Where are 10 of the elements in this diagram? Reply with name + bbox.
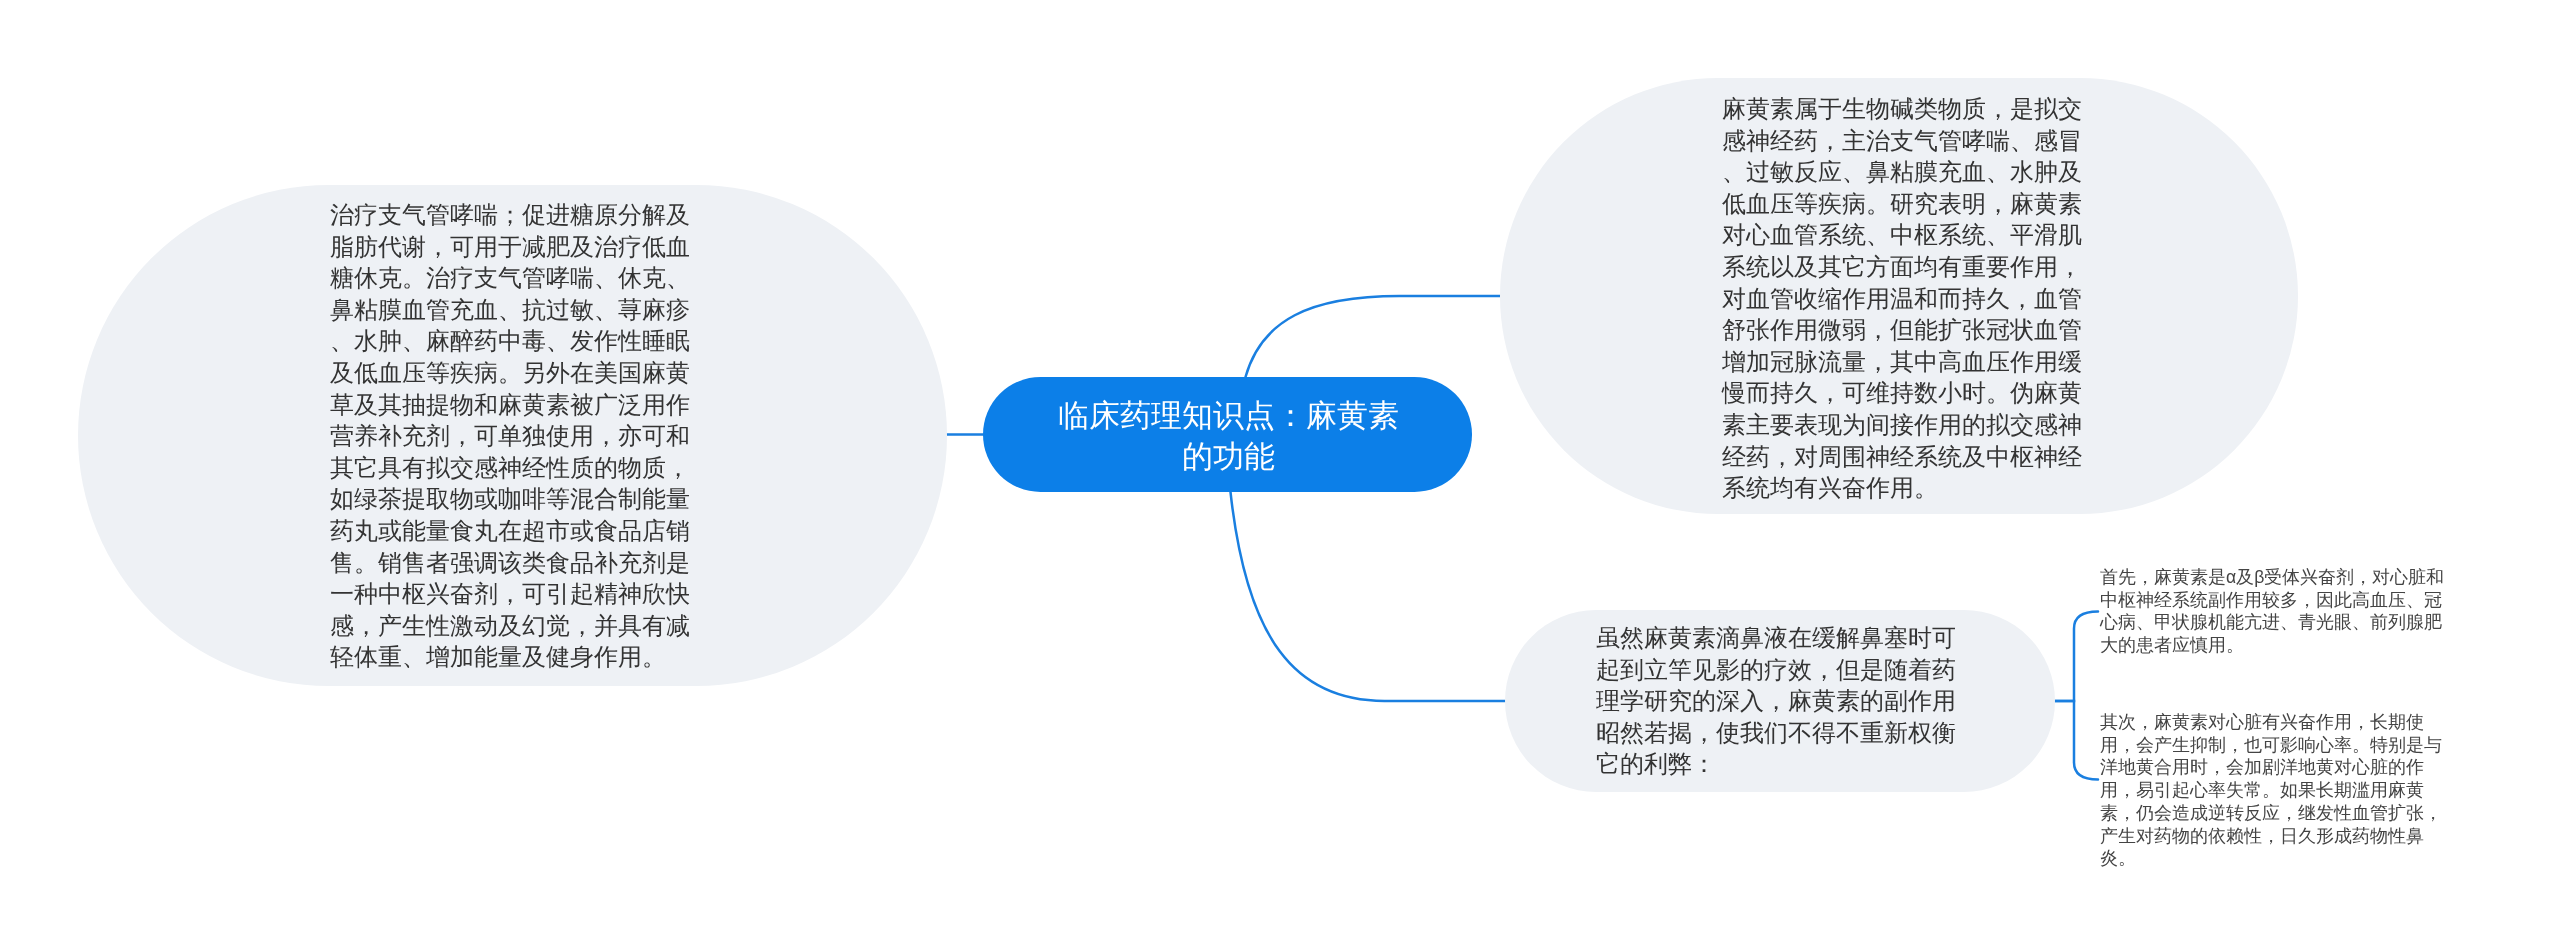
paragraph-text: 治疗支气管哮喘；促进糖原分解及脂肪代谢，可用于减肥及治疗低血糖休克。治疗支气管哮喘、休克、鼻粘膜血管充血、抗过敏、荨麻疹、水肿、麻醉药中毒、发作性睡眠及低血压等疾病。另外在美国麻黄草及其抽提物和麻黄素被广泛用作营养补充剂，可单独使用，亦可和其它具有拟交感神经性质的物质，如绿茶提取物或咖啡等混合制能量药丸或能量食丸在超市或食品店销售。销售者强调该类食品补充剂是一种中枢兴奋剂，可引起精神欣快感，产生性激动及幻觉，并具有减轻体重、增加能量及健身作用。: [330, 200, 691, 673]
connector-line: [1244, 294, 1502, 379]
connector-line: [2053, 699, 2100, 781]
paragraph-text: 麻黄素属于生物碱类物质，是拟交感神经药，主治支气管哮喘、感冒、过敏反应、鼻粘膜充血、水肿及低血压等疾病。研究表明，麻黄素对心血管系统、中枢系统、平滑肌系统以及其它方面均有重要作用，对血管收缩作用温和而持久，血管舒张作用微弱，但能扩张冠状血管增加冠脉流量，其中高血压作用缓慢而持久，可维持数小时。伪麻黄素主要表现为间接作用的拟交感神经药，对周围神经系统及中枢神经系统均有兴奋作用。: [1722, 94, 2083, 504]
paragraph-text: 虽然麻黄素滴鼻液在缓解鼻塞时可起到立竿见影的疗效，但是随着药理学研究的深入，麻黄素的副作用昭然若揭，使我们不得不重新权衡它的利弊：: [1596, 623, 1957, 780]
paragraph-text: 其次，麻黄素对心脏有兴奋作用，长期使用，会产生抑制，也可影响心率。特别是与洋地黄合用时，会加剧洋地黄对心脏的作用，易引起心率失常。如果长期滥用麻黄素，仍会造成逆转反应，继发性血管扩张，产生对药物的依赖性，日久形成药物性鼻炎。: [2100, 711, 2456, 870]
connector-line: [1229, 490, 1507, 703]
topic-title: 临床药理知识点：麻黄素的功能: [1056, 397, 1400, 476]
paragraph-text: 首先，麻黄素是α及β受体兴奋剂，对心脏和中枢神经系统副作用较多，因此高血压、冠心病、甲状腺机能亢进、青光眼、前列腺肥大的患者应慎用。: [2100, 566, 2456, 657]
connector-line: [945, 433, 985, 436]
